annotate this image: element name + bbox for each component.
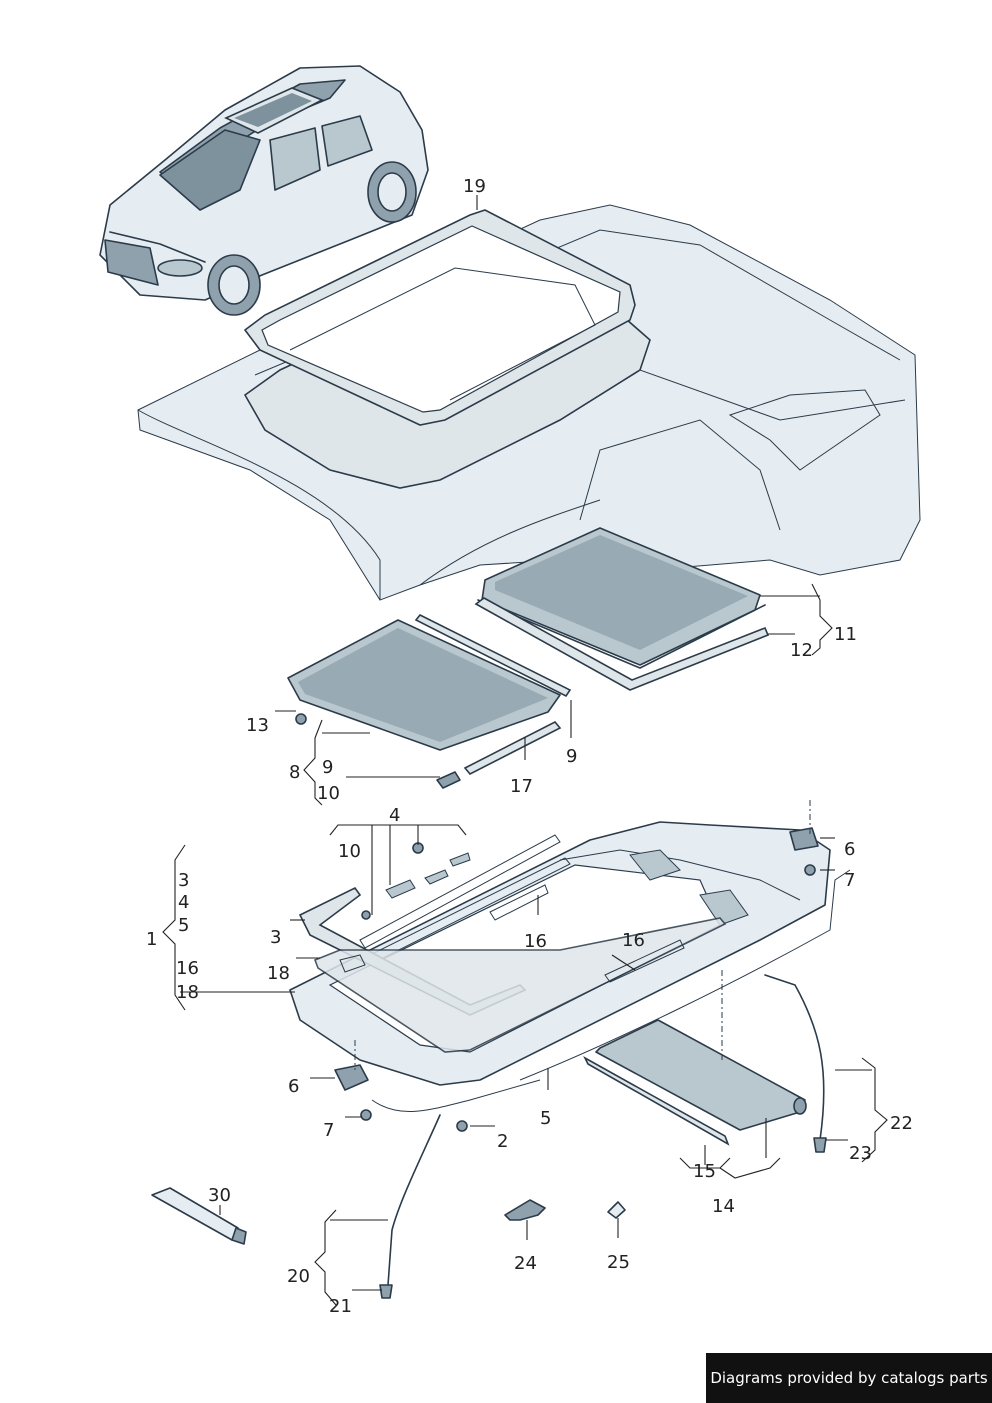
callout-4-group: 4 (178, 892, 189, 913)
callout-3: 3 (270, 927, 281, 948)
callout-17: 17 (510, 776, 533, 797)
callout-3-group: 3 (178, 870, 189, 891)
callout-23: 23 (849, 1143, 872, 1164)
callout-4-top: 4 (389, 805, 400, 826)
callout-8: 8 (289, 762, 300, 783)
callout-19: 19 (463, 176, 486, 197)
callout-7-left: 7 (323, 1120, 334, 1141)
drain-hose-front (379, 1114, 441, 1299)
credit-banner: Diagrams provided by catalogs parts (706, 1353, 992, 1403)
callout-20: 20 (287, 1266, 310, 1287)
callout-2: 2 (497, 1131, 508, 1152)
part-8-front-glass-panel (287, 613, 572, 789)
callout-16-center: 16 (524, 931, 547, 952)
callout-11: 11 (834, 624, 857, 645)
part-1-sunroof-frame (289, 821, 851, 1132)
callout-16-group: 16 (176, 958, 199, 979)
callout-7-right: 7 (844, 870, 855, 891)
credit-text: Diagrams provided by catalogs parts (710, 1369, 988, 1387)
leader-lines (162, 195, 888, 1306)
callout-5: 5 (540, 1108, 551, 1129)
part-14-sun-blind (583, 1019, 807, 1146)
callout-21: 21 (329, 1296, 352, 1317)
callout-9-right: 9 (566, 746, 577, 767)
callout-1: 1 (146, 929, 157, 950)
part-19-roof-seal (243, 209, 636, 426)
part-25-clip (607, 1201, 626, 1219)
callout-12: 12 (790, 640, 813, 661)
callout-5-group: 5 (178, 915, 189, 936)
callout-6-left: 6 (288, 1076, 299, 1097)
callout-6-right: 6 (844, 839, 855, 860)
callout-18-group: 18 (176, 982, 199, 1003)
callout-labels: 19 11 12 13 9 9 8 10 17 4 10 6 7 3 4 5 1… (146, 176, 913, 1317)
callout-13: 13 (246, 715, 269, 736)
part-24-clip (504, 1199, 546, 1221)
callout-16-right: 16 (622, 930, 645, 951)
callout-14: 14 (712, 1196, 735, 1217)
callout-24: 24 (514, 1253, 537, 1274)
callout-10-upper: 10 (317, 783, 340, 804)
callout-22: 22 (890, 1113, 913, 1134)
callout-25: 25 (607, 1252, 630, 1273)
callout-18: 18 (267, 963, 290, 984)
vehicle-illustration (99, 65, 429, 316)
callout-9-left: 9 (322, 757, 333, 778)
part-30-sealant-tube (151, 1187, 247, 1245)
callout-15: 15 (693, 1161, 716, 1182)
part-11-rear-glass-panel (474, 527, 770, 691)
callout-10-lower: 10 (338, 841, 361, 862)
callout-30: 30 (208, 1185, 231, 1206)
drain-hose-rear (764, 974, 827, 1153)
